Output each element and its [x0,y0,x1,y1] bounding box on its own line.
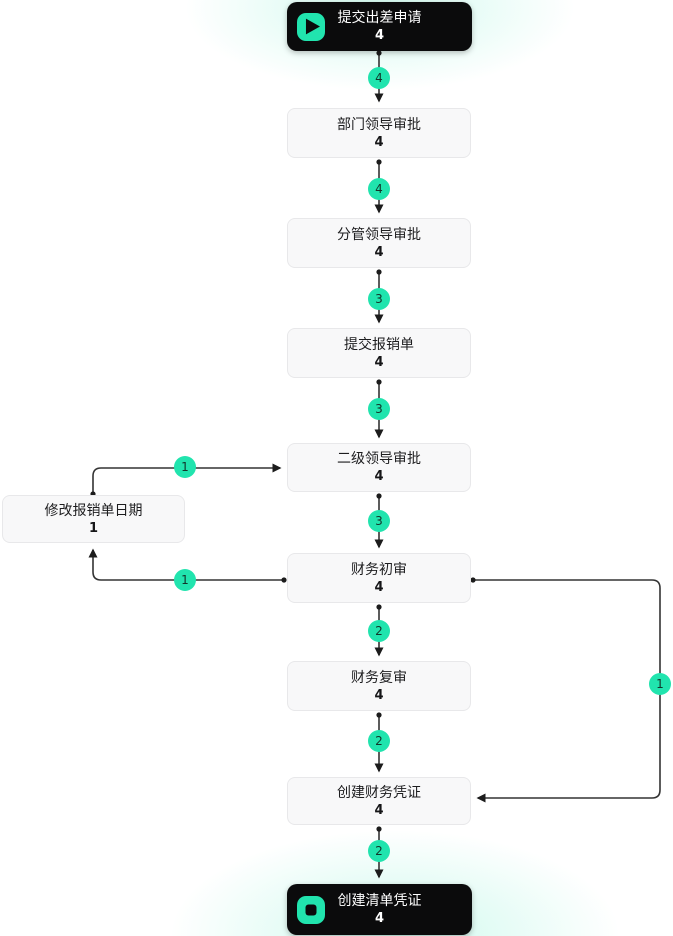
node-count: 1 [88,520,99,536]
edge-count-badge[interactable]: 2 [368,620,390,642]
edge-count-badge[interactable]: 3 [368,288,390,310]
node-count: 4 [374,579,384,595]
edge-count-badge[interactable]: 1 [174,456,196,478]
edge-count-badge[interactable]: 4 [368,178,390,200]
node-dept-leader-approval[interactable]: 部门领导审批 4 [287,108,471,158]
node-count: 4 [374,802,384,818]
node-create-finance-voucher[interactable]: 创建财务凭证 4 [287,777,471,825]
node-label: 提交出差申请 [337,10,422,26]
edge-count-badge[interactable]: 4 [368,67,390,89]
node-count: 4 [374,911,385,926]
node-label: 财务初审 [351,561,407,578]
node-count: 4 [374,28,385,43]
stop-icon [297,895,325,924]
node-label: 创建财务凭证 [337,784,421,801]
node-finance-first-review[interactable]: 财务初审 4 [287,553,471,603]
node-count: 4 [374,134,384,150]
edge-count-badge[interactable]: 2 [368,840,390,862]
node-submit-trip-request[interactable]: 提交出差申请 4 [287,2,472,51]
edge-count-badge[interactable]: 3 [368,510,390,532]
node-count: 4 [374,687,384,703]
edge-count-badge[interactable]: 1 [174,569,196,591]
node-second-level-leader-approval[interactable]: 二级领导审批 4 [287,443,471,492]
edge-count-badge[interactable]: 3 [368,398,390,420]
edge-count-badge[interactable]: 1 [649,673,671,695]
node-label: 分管领导审批 [337,226,421,243]
node-count: 4 [374,244,384,260]
node-count: 4 [374,469,384,484]
play-icon [297,12,325,41]
node-label: 提交报销单 [344,336,414,353]
node-label: 修改报销单日期 [44,502,143,519]
node-label: 创建清单凭证 [337,893,422,909]
node-create-list-voucher[interactable]: 创建清单凭证 4 [287,884,472,935]
node-submit-reimbursement-form[interactable]: 提交报销单 4 [287,328,471,378]
node-label: 财务复审 [351,669,407,686]
node-modify-reimbursement-date[interactable]: 修改报销单日期 1 [2,495,185,543]
node-label: 二级领导审批 [337,451,421,467]
edge-count-badge[interactable]: 2 [368,730,390,752]
node-label: 部门领导审批 [337,116,421,133]
node-finance-second-review[interactable]: 财务复审 4 [287,661,471,711]
node-branch-leader-approval[interactable]: 分管领导审批 4 [287,218,471,268]
node-count: 4 [374,354,384,370]
